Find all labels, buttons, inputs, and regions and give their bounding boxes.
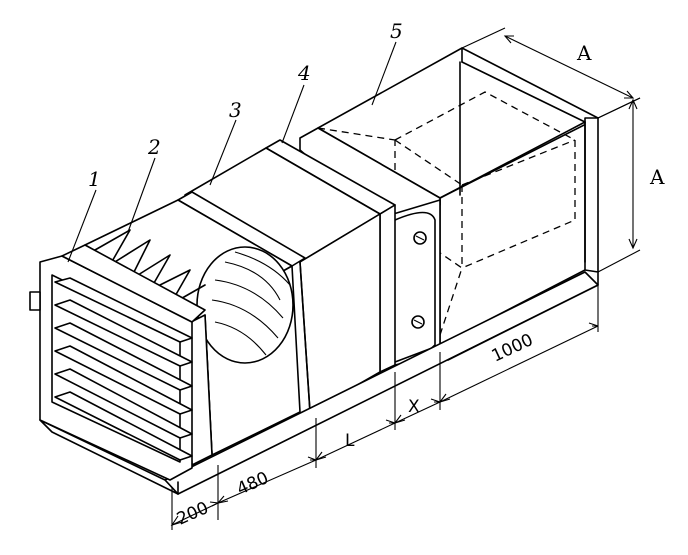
dimension-X: X	[408, 397, 420, 417]
callout-5: 5	[390, 19, 403, 43]
dimension-200: 200	[174, 498, 212, 529]
dimension-A-width: A	[576, 41, 592, 65]
filter-section	[177, 147, 381, 413]
louvre-blades	[54, 277, 193, 461]
louvre-grille	[29, 244, 206, 481]
fan-impeller-icon	[196, 246, 294, 364]
base-frame	[39, 271, 599, 495]
dimension-lines	[170, 27, 641, 530]
dimension-480: 480	[234, 468, 272, 499]
callout-1: 1	[88, 167, 101, 191]
callout-4: 4	[297, 61, 311, 85]
callout-2: 2	[147, 135, 161, 159]
transition-section	[265, 127, 441, 373]
mounting-lug	[29, 291, 41, 311]
callout-leaders	[67, 41, 397, 263]
dimension-A-height: A	[649, 165, 665, 189]
dimension-L: L	[345, 431, 355, 451]
callout-3: 3	[229, 98, 242, 122]
